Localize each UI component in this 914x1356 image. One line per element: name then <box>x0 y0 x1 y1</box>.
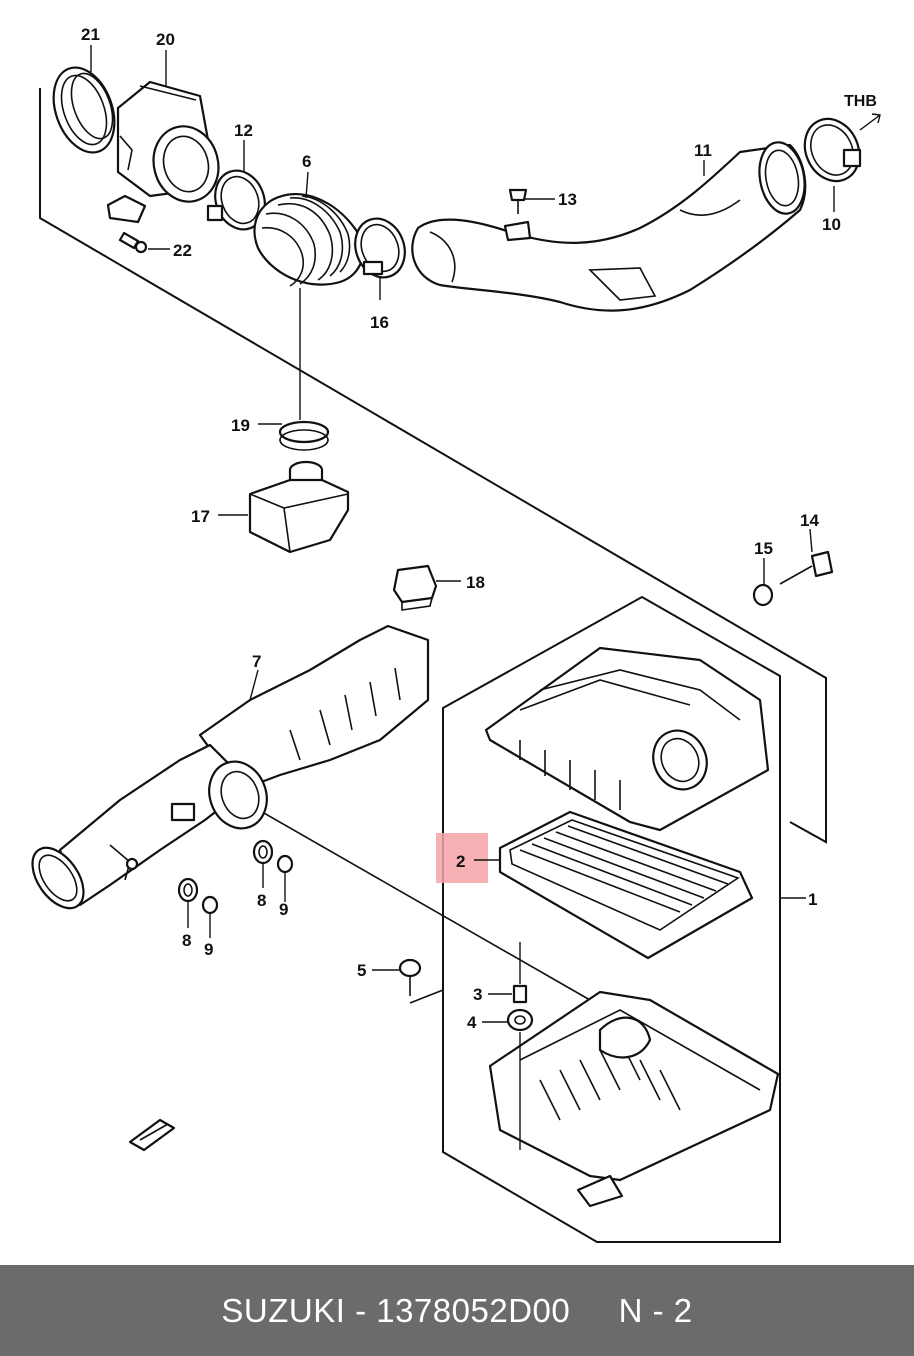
nut-part-9a <box>276 854 294 874</box>
air-filter-element-part-2 <box>498 810 754 960</box>
callout-9b: 9 <box>204 940 213 959</box>
parts-diagram: THB 21 20 12 6 11 13 10 22 16 19 17 14 1… <box>31 25 881 1243</box>
hose-clamp-part-19 <box>278 420 330 451</box>
upper-assembly-frame <box>39 88 827 844</box>
callout-19: 19 <box>231 416 250 435</box>
clip-part-5 <box>398 958 422 996</box>
intake-duct-part-7 <box>31 624 430 910</box>
resonator-part-17 <box>248 460 350 554</box>
callout-10: 10 <box>822 215 841 234</box>
callout-16: 16 <box>370 313 389 332</box>
callout-9a: 9 <box>279 900 288 919</box>
thb-arrow <box>859 113 881 131</box>
part-number-footer: SUZUKI - 1378052D00 N - 2 <box>0 1265 914 1356</box>
callout-14: 14 <box>800 511 819 530</box>
hose-clamp-part-12 <box>206 169 266 231</box>
nut-part-9b <box>201 895 219 915</box>
callout-4: 4 <box>467 1013 477 1032</box>
grommet-part-15 <box>752 583 774 607</box>
forward-arrow-icon <box>128 1118 176 1152</box>
footer-part-text: SUZUKI - 1378052D00 N - 2 <box>221 1291 693 1329</box>
callout-22: 22 <box>173 241 192 260</box>
clamp-ring-part-21 <box>52 66 116 154</box>
highlight-part-2 <box>436 833 488 883</box>
callout-3: 3 <box>473 985 482 1004</box>
bellows-hose-part-6 <box>253 193 365 287</box>
collar-part-3 <box>512 984 528 1004</box>
callout-8b: 8 <box>182 931 191 950</box>
callout-13: 13 <box>558 190 577 209</box>
callout-20: 20 <box>156 30 175 49</box>
callout-1: 1 <box>808 890 817 909</box>
callout-17: 17 <box>191 507 210 526</box>
callout-15: 15 <box>754 539 773 558</box>
hose-clamp-part-10 <box>803 117 862 183</box>
bolt-part-22 <box>118 231 148 254</box>
callout-2: 2 <box>456 852 465 871</box>
air-flow-meter-part-20 <box>106 80 220 224</box>
bracket-part-18 <box>392 564 438 611</box>
hose-clamp-part-16 <box>354 217 406 279</box>
callout-11: 11 <box>694 141 712 160</box>
callout-6: 6 <box>302 152 311 171</box>
air-cleaner-lower-case <box>488 990 780 1208</box>
air-cleaner-upper-case <box>484 646 770 832</box>
callout-18: 18 <box>466 573 485 592</box>
bolt-part-13 <box>503 188 532 242</box>
callout-7: 7 <box>252 652 261 671</box>
callout-21: 21 <box>81 25 100 44</box>
frame-guide-line <box>249 804 591 1001</box>
callout-12: 12 <box>234 121 253 140</box>
intake-pipe-part-11 <box>411 141 807 312</box>
callout-8a: 8 <box>257 891 266 910</box>
air-cleaner-frame <box>442 595 781 1243</box>
direction-label-thb: THB <box>844 93 877 110</box>
grommet-part-4 <box>506 1008 534 1032</box>
callout-5: 5 <box>357 961 366 980</box>
leader-lines <box>90 45 835 1023</box>
frame-guide-line <box>409 989 444 1004</box>
grommet-part-8b <box>177 877 199 903</box>
sensor-part-14 <box>779 550 834 585</box>
grommet-part-8a <box>252 839 274 865</box>
